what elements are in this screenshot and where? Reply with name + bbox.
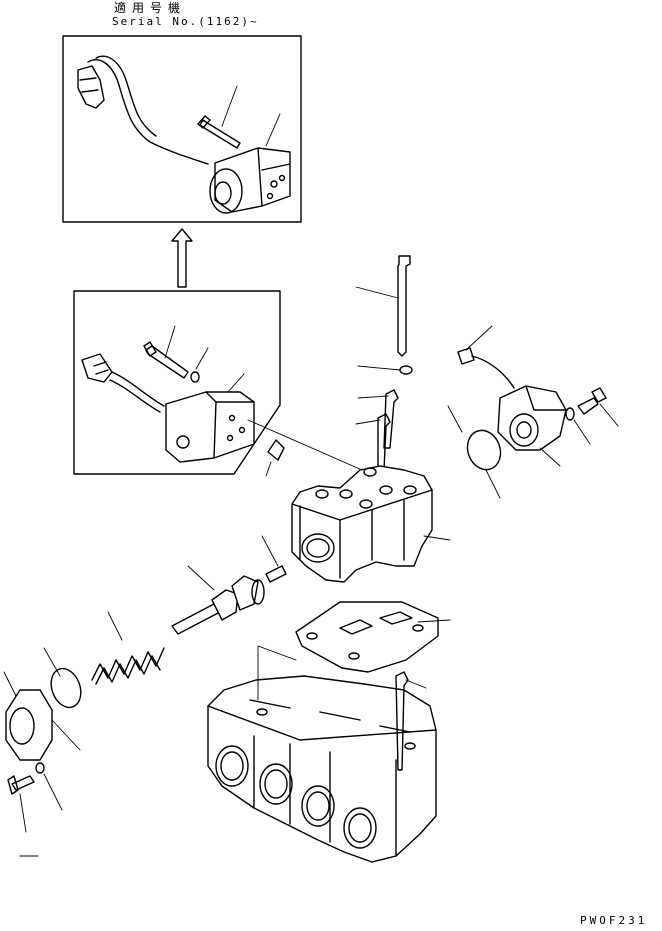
gasket <box>295 601 451 673</box>
arrow-up-icon <box>171 228 193 288</box>
spool <box>171 565 265 635</box>
upper-valve-body <box>291 465 451 583</box>
drawing-code: PWOF231 <box>580 914 648 927</box>
lower-valve-body <box>207 645 437 863</box>
small-fitting <box>247 419 363 477</box>
inset-box-old-solenoid <box>73 290 281 475</box>
applicable-model-title: 適用号機 <box>114 1 187 15</box>
spring <box>91 611 165 685</box>
long-bolt <box>355 255 413 471</box>
set-screw <box>261 535 287 583</box>
right-solenoid-assembly <box>447 325 619 499</box>
inset-box-new-solenoid <box>62 35 302 223</box>
lower-body-bolt <box>395 671 427 771</box>
serial-number-range: Serial No.(1162)~ <box>112 15 259 28</box>
end-plug-assembly <box>3 647 82 857</box>
